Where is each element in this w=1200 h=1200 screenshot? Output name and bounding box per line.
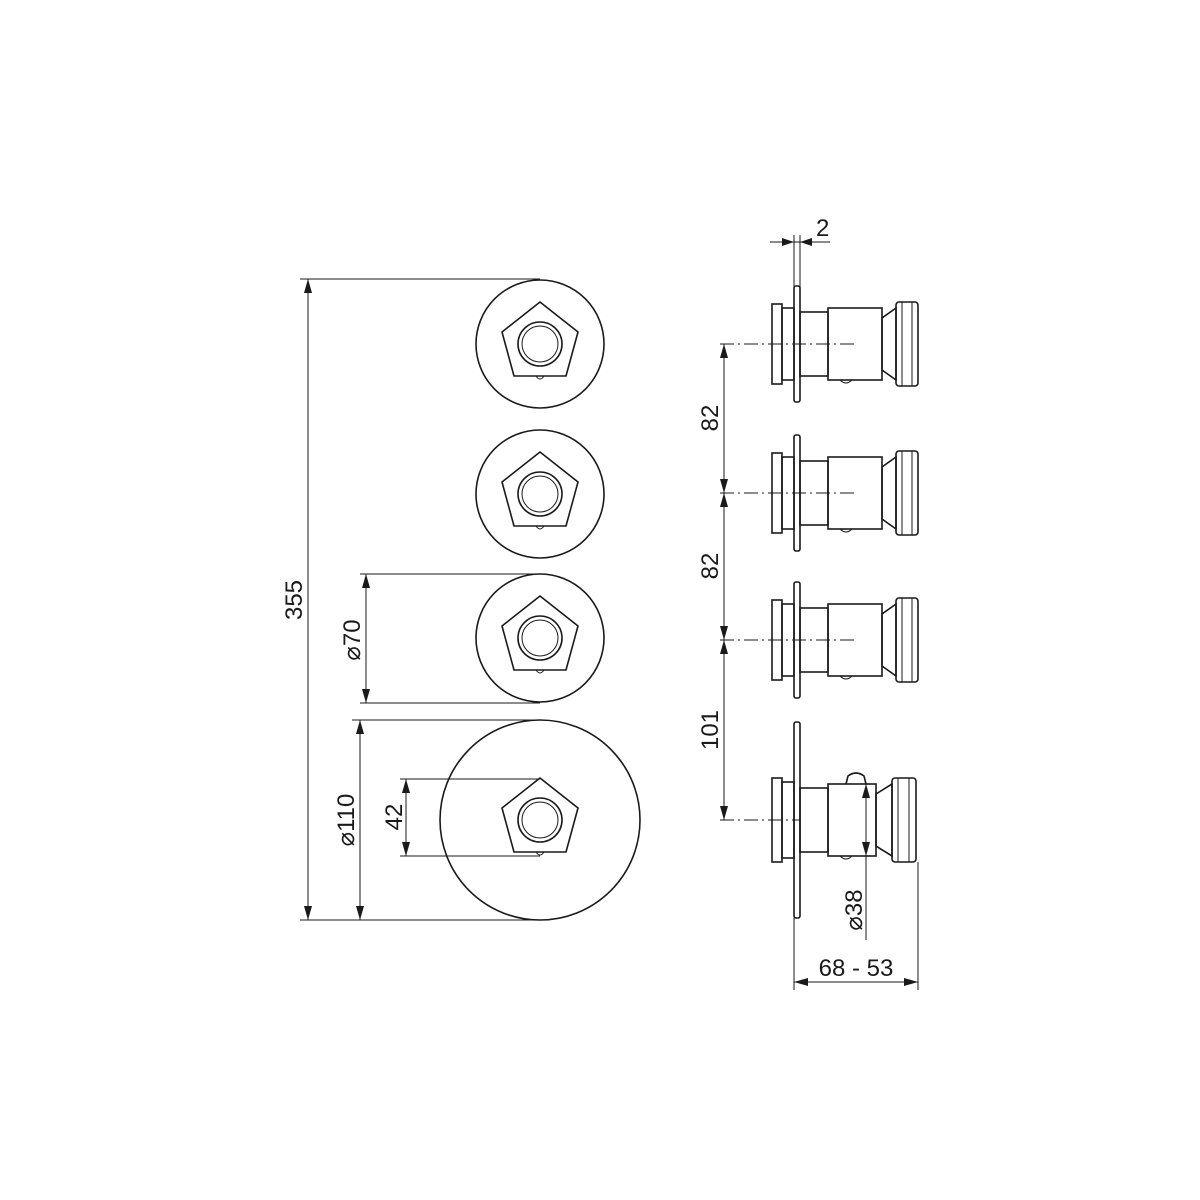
- dim-small-plate: ⌀70: [339, 573, 540, 704]
- dim-plate-thickness: 2: [770, 215, 830, 290]
- side-view: [720, 285, 919, 919]
- plate-small-1: [475, 279, 605, 409]
- knob-diameter-label: ⌀38: [841, 889, 868, 930]
- dim-overall-height: 355: [281, 278, 540, 921]
- dim-spacing-1: 82: [697, 344, 728, 493]
- dim-handle: 42: [381, 778, 540, 857]
- dim-spacing-2: 82: [697, 493, 728, 640]
- spacing-1-label: 82: [697, 405, 724, 432]
- large-plate-diameter-label: ⌀110: [333, 794, 360, 847]
- front-view: [439, 279, 641, 921]
- spacing-2-label: 82: [697, 553, 724, 580]
- plate-small-2: [475, 429, 605, 559]
- spacing-3-label: 101: [697, 710, 724, 750]
- handle-size-label: 42: [381, 804, 408, 831]
- dim-projection: 68 - 53: [793, 862, 919, 990]
- dim-knob-diameter: ⌀38: [841, 784, 870, 940]
- plate-thickness-label: 2: [816, 215, 829, 242]
- projection-range-label: 68 - 53: [819, 955, 894, 982]
- overall-height-label: 355: [281, 580, 308, 620]
- dim-large-plate: ⌀110: [333, 719, 540, 921]
- dim-spacing-3: 101: [697, 640, 728, 820]
- plate-small-3: [475, 573, 605, 703]
- small-plate-diameter-label: ⌀70: [339, 619, 366, 660]
- plate-large: [439, 719, 641, 921]
